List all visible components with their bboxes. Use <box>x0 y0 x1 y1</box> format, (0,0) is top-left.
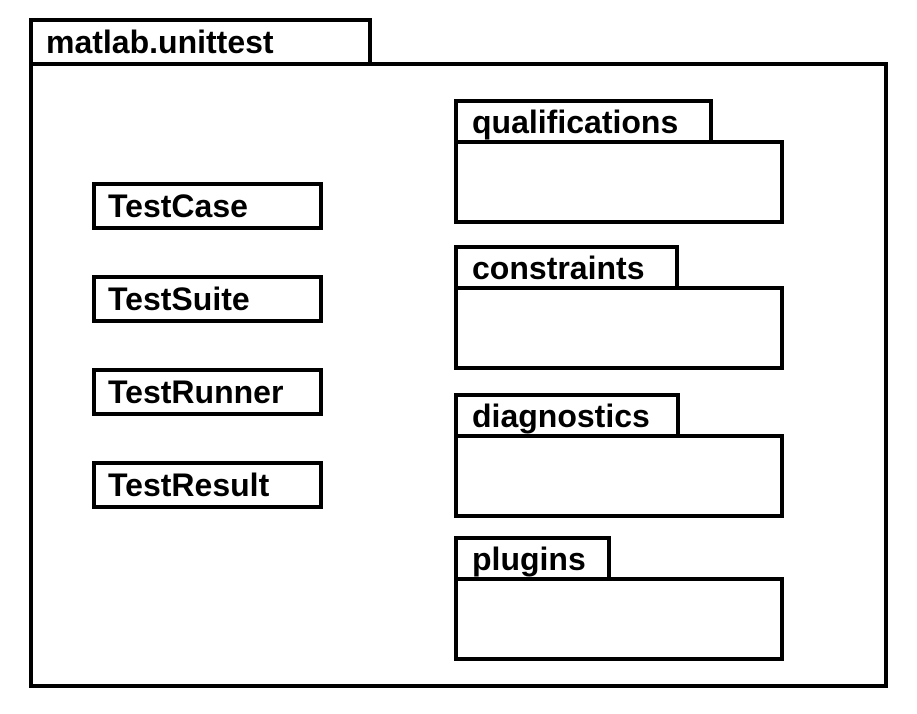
class-box-testcase: TestCase <box>92 182 323 230</box>
class-box-testrunner: TestRunner <box>92 368 323 416</box>
subpackage-tab: diagnostics <box>454 393 680 438</box>
subpackage-name-label: plugins <box>472 540 586 577</box>
subpackage-name-label: qualifications <box>472 103 679 140</box>
class-box-testsuite: TestSuite <box>92 275 323 323</box>
class-name-label: TestRunner <box>108 374 284 410</box>
subpackage-body <box>454 434 784 518</box>
package-tab: matlab.unittest <box>29 18 372 66</box>
subpackage-body <box>454 140 784 224</box>
subpackage-name-label: constraints <box>472 249 645 286</box>
subpackage-plugins: plugins <box>454 536 785 661</box>
subpackage-tab: constraints <box>454 245 679 290</box>
class-name-label: TestResult <box>108 467 270 503</box>
subpackage-qualifications: qualifications <box>454 99 785 224</box>
subpackage-diagnostics: diagnostics <box>454 393 785 518</box>
package-name-label: matlab.unittest <box>46 24 274 60</box>
subpackage-body <box>454 577 784 661</box>
subpackage-tab: qualifications <box>454 99 713 144</box>
subpackage-body <box>454 286 784 370</box>
class-name-label: TestCase <box>108 188 248 224</box>
class-name-label: TestSuite <box>108 281 250 317</box>
subpackage-name-label: diagnostics <box>472 397 650 434</box>
subpackage-tab: plugins <box>454 536 611 581</box>
subpackage-constraints: constraints <box>454 245 785 370</box>
class-box-testresult: TestResult <box>92 461 323 509</box>
package-body: TestCase TestSuite TestRunner TestResult… <box>29 62 888 688</box>
